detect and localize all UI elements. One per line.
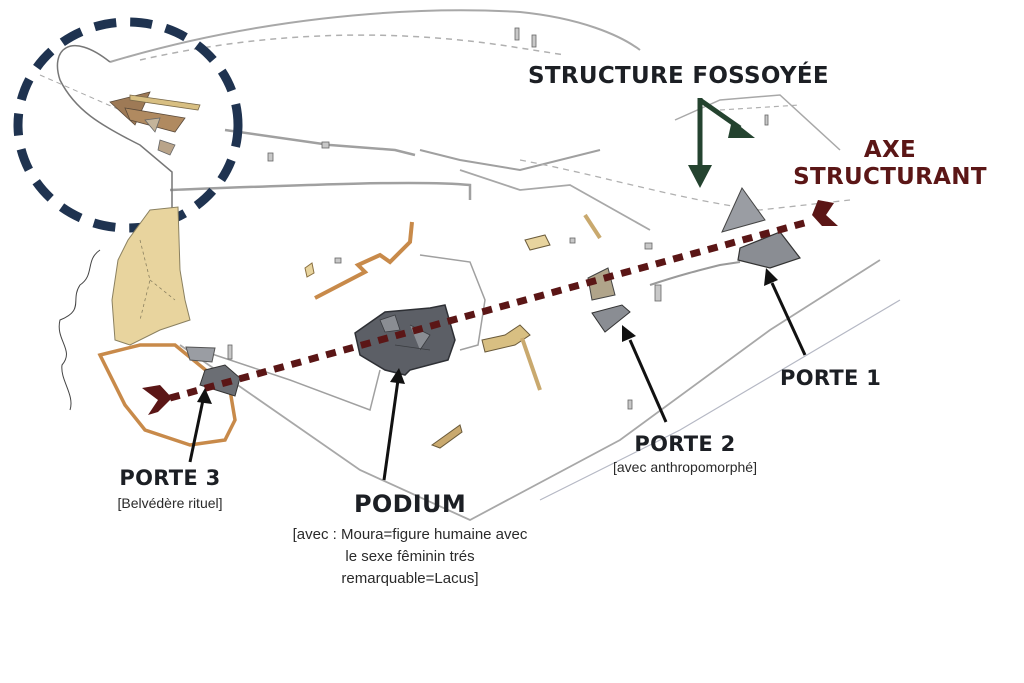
porte2-stone (591, 304, 631, 333)
porte1-stone (737, 231, 801, 269)
arrow-porte2 (622, 325, 668, 423)
coastline (58, 249, 101, 411)
axe-structurant-line (169, 218, 809, 402)
axe-structurant-label: AXE STRUCTURANT (780, 137, 1000, 191)
circle-dashed (39, 74, 121, 111)
wood-stake (583, 213, 602, 240)
site-dashed-path (139, 34, 566, 61)
structure-fossoyee-label: STRUCTURE FOSSOYÉE (528, 63, 829, 89)
site-inner-line-3 (419, 149, 601, 172)
podium-outline-2 (199, 349, 381, 411)
porte3-label-group: PORTE 3 [Belvédère rituel] (80, 466, 260, 511)
wood-mallet (481, 324, 531, 353)
site-outline-bottom (179, 259, 881, 522)
site-dashed-mid (519, 159, 851, 211)
porte2-label: PORTE 2 (634, 432, 736, 456)
podium-label: PODIUM (353, 490, 466, 518)
site-outline-right-dashed (719, 104, 801, 111)
porte1-label: PORTE 1 (780, 366, 882, 390)
porte3-stone-light (185, 346, 216, 363)
wood-piece-3 (524, 234, 551, 251)
site-inner-line (169, 181, 472, 200)
circle-remains (109, 91, 201, 156)
arrow-porte3 (188, 388, 212, 463)
podium-outline (419, 254, 486, 351)
wood-piece-2 (430, 424, 463, 449)
porte3-label: PORTE 3 (119, 466, 221, 490)
porte3-subtitle: [Belvédère rituel] (117, 495, 223, 511)
tan-area (111, 206, 191, 346)
site-inner-line-4 (459, 169, 651, 231)
site-outline-top (109, 9, 641, 63)
podium-subtitle-line-2: le sexe fêminin trés (345, 548, 475, 565)
porte2-subtitle: [avec anthropomorphé] (613, 459, 757, 475)
highlight-circle (13, 17, 243, 233)
podium-subtitle-line-1: [avec : Moura=figure humaine avec (292, 526, 528, 543)
wood-piece-1 (304, 262, 315, 278)
structure-arrow-right-head (728, 120, 755, 138)
wavy-path (649, 261, 741, 286)
axe-line1: AXE (863, 137, 917, 163)
scattered-remains (227, 27, 769, 410)
axe-line2: STRUCTURANT (793, 164, 987, 190)
wood-handle (520, 337, 542, 391)
podium-label-group: PODIUM [avec : Moura=figure humaine avec… (250, 490, 570, 590)
podium-subtitle-line-3: remarquable=Lacus] (341, 570, 479, 587)
porte2-label-group: PORTE 2 [avec anthropomorphé] (590, 432, 780, 475)
wood-zigzag (314, 221, 414, 300)
axe-chevron-left (142, 385, 172, 415)
belvedere-outline (97, 343, 237, 447)
circle-inner-outline (56, 44, 173, 210)
structure-arrow-down-head (688, 165, 712, 188)
site-outline-bottom-2 (539, 299, 901, 501)
arrow-porte1 (764, 268, 807, 356)
podium-stone (354, 304, 456, 376)
arrow-podium (382, 368, 405, 481)
tan-area-inner (139, 239, 176, 321)
axe-chevron-right (812, 200, 838, 226)
porte3-stone (199, 364, 241, 397)
site-inner-line-2 (224, 128, 416, 157)
structure-fossoyee-stone (721, 187, 766, 233)
